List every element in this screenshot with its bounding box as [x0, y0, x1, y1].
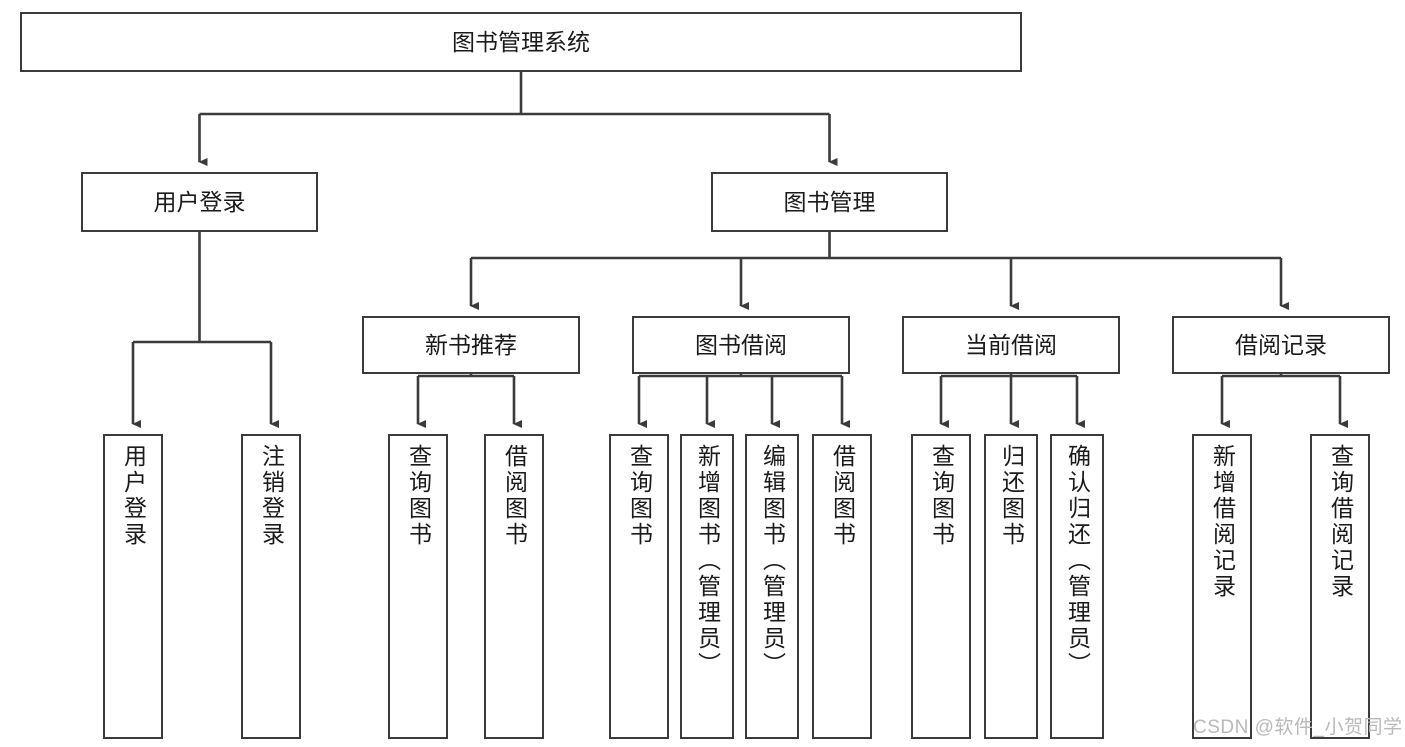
- csdn-watermark: CSDN @软件_小贺同学: [1193, 717, 1403, 738]
- node-leaf-borrow-book-2[interactable]: 借阅图书: [812, 434, 872, 739]
- node-label-leaf-user-logout: 注销登录: [258, 444, 285, 548]
- node-leaf-query-book-1[interactable]: 查询图书: [388, 434, 448, 739]
- node-leaf-query-book-3[interactable]: 查询图书: [911, 434, 971, 739]
- node-current-borrow[interactable]: 当前借阅: [902, 316, 1120, 374]
- node-root[interactable]: 图书管理系统: [20, 12, 1022, 72]
- node-label-root: 图书管理系统: [452, 28, 590, 55]
- node-leaf-return-book[interactable]: 归还图书: [984, 434, 1038, 739]
- node-leaf-user-login[interactable]: 用户登录: [103, 434, 163, 739]
- node-label-borrow-record: 借阅记录: [1235, 331, 1327, 358]
- node-label-new-book-rec: 新书推荐: [425, 331, 517, 358]
- node-label-leaf-borrow-book-2: 借阅图书: [829, 444, 856, 548]
- node-label-leaf-borrow-book-1: 借阅图书: [501, 444, 528, 548]
- node-label-user-login: 用户登录: [153, 188, 246, 215]
- node-label-leaf-return-book: 归还图书: [998, 444, 1025, 548]
- node-label-leaf-query-record: 查询借阅记录: [1327, 444, 1354, 600]
- node-leaf-query-record[interactable]: 查询借阅记录: [1310, 434, 1370, 739]
- node-label-leaf-add-book: 新增图书（管理员）: [694, 444, 721, 678]
- node-user-login[interactable]: 用户登录: [81, 172, 318, 232]
- node-label-leaf-user-login: 用户登录: [120, 444, 147, 548]
- node-leaf-add-book[interactable]: 新增图书（管理员）: [680, 434, 734, 739]
- node-leaf-edit-book[interactable]: 编辑图书（管理员）: [745, 434, 799, 739]
- node-leaf-add-record[interactable]: 新增借阅记录: [1192, 434, 1252, 739]
- node-label-book-manage: 图书管理: [783, 188, 876, 215]
- node-label-leaf-query-book-3: 查询图书: [928, 444, 955, 548]
- node-borrow-record[interactable]: 借阅记录: [1172, 316, 1390, 374]
- node-new-book-rec[interactable]: 新书推荐: [362, 316, 580, 374]
- node-label-leaf-edit-book: 编辑图书（管理员）: [759, 444, 786, 678]
- node-label-leaf-confirm-return: 确认归还（管理员）: [1064, 444, 1091, 678]
- node-leaf-query-book-2[interactable]: 查询图书: [609, 434, 669, 739]
- node-label-current-borrow: 当前借阅: [965, 331, 1057, 358]
- node-label-leaf-query-book-2: 查询图书: [626, 444, 653, 548]
- node-leaf-confirm-return[interactable]: 确认归还（管理员）: [1050, 434, 1104, 739]
- node-label-book-borrow: 图书借阅: [695, 331, 787, 358]
- node-leaf-borrow-book-1[interactable]: 借阅图书: [484, 434, 544, 739]
- node-leaf-user-logout[interactable]: 注销登录: [241, 434, 301, 739]
- node-label-leaf-add-record: 新增借阅记录: [1209, 444, 1236, 600]
- node-label-leaf-query-book-1: 查询图书: [405, 444, 432, 548]
- node-book-borrow[interactable]: 图书借阅: [632, 316, 850, 374]
- node-book-manage[interactable]: 图书管理: [711, 172, 948, 232]
